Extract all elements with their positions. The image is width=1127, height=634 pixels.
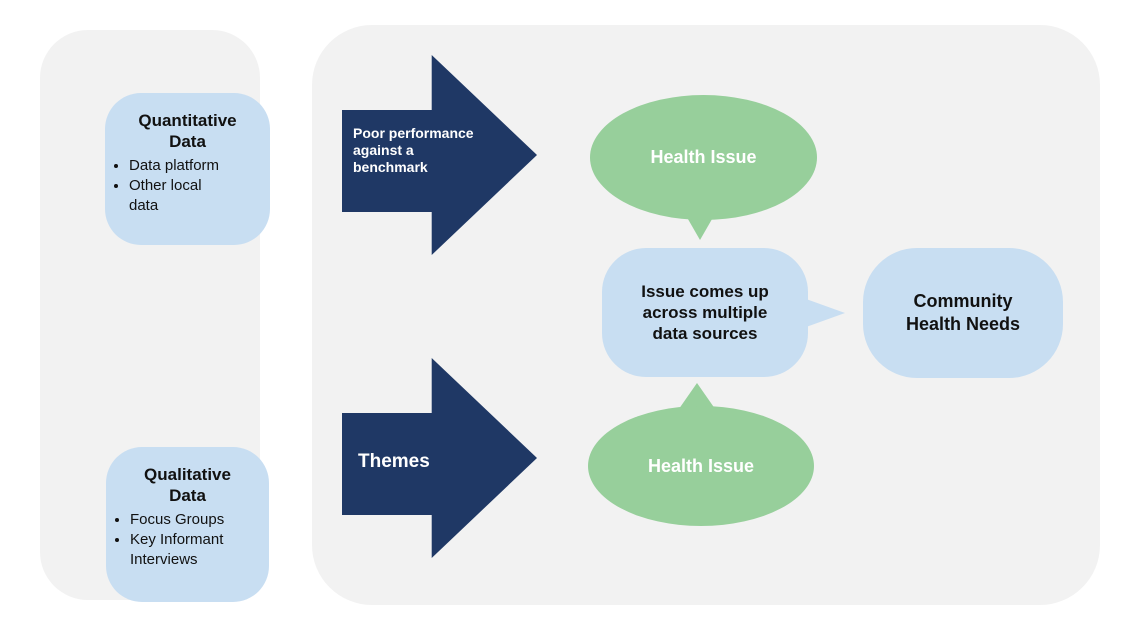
health-issue-bottom-label: Health Issue [647, 455, 755, 476]
health-issue-bubble-top: Health Issue [590, 95, 817, 220]
list-item: Data platform [129, 156, 229, 176]
convergence-bubble: Issue comes up across multiple data sour… [602, 248, 808, 377]
health-issue-bubble-bottom: Health Issue [588, 406, 814, 526]
qualitative-arrow-label: Themes [358, 451, 430, 472]
quantitative-arrow-label: Poor performance against a benchmark [353, 125, 474, 175]
community-health-needs-box: Community Health Needs [863, 248, 1063, 378]
data-sources-panel: Quantitative Data Data platform Other lo… [40, 30, 270, 602]
qualitative-data-title: Qualitative Data [144, 465, 231, 505]
quantitative-data-list: Data platform Other local data [105, 156, 270, 216]
qualitative-data-list: Focus Groups Key Informant Interviews [106, 510, 269, 570]
list-item: Focus Groups [130, 510, 230, 530]
health-issue-top-label: Health Issue [650, 147, 757, 167]
quantitative-data-box: Quantitative Data Data platform Other lo… [105, 93, 270, 245]
community-health-needs-label: Community Health Needs [905, 291, 1021, 334]
list-item: Other local data [129, 176, 229, 216]
convergence-bubble-label: Issue comes up across multiple data sour… [641, 282, 769, 343]
list-item: Key Informant Interviews [130, 530, 230, 570]
qualitative-data-box: Qualitative Data Focus Groups Key Inform… [106, 447, 269, 602]
quantitative-data-title: Quantitative Data [138, 111, 237, 151]
